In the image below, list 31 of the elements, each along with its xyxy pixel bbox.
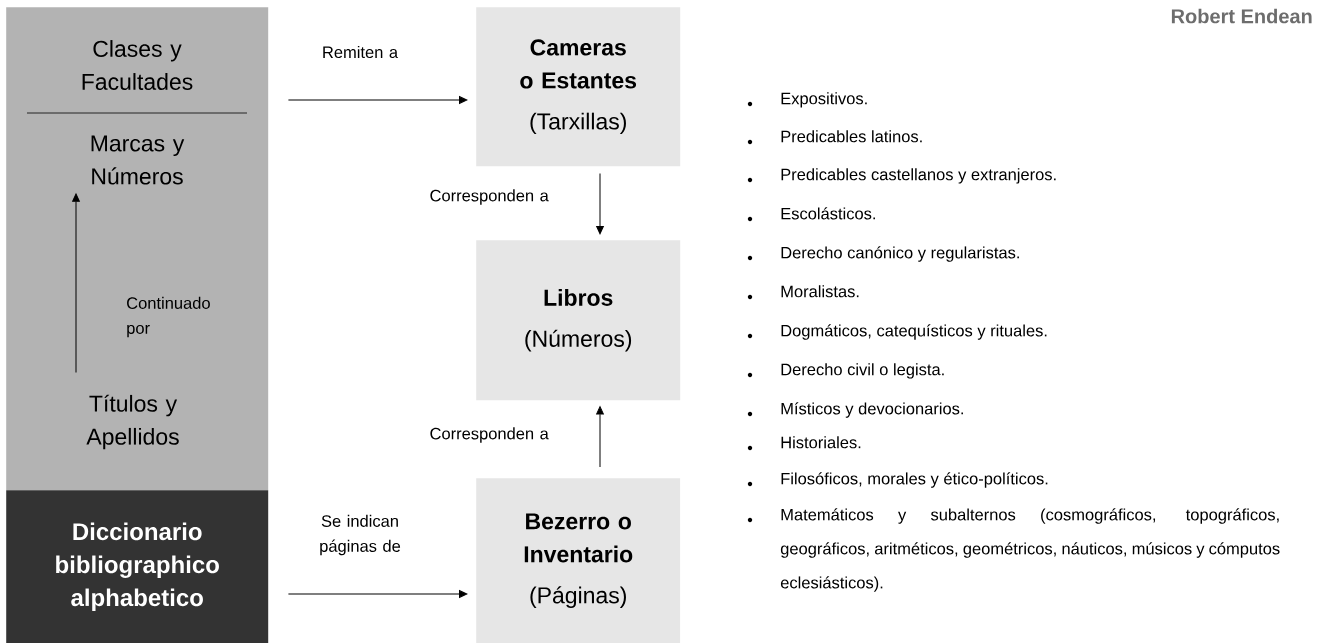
edge-label: Corresponden a	[430, 189, 549, 205]
process-box: Cameras o Estantes (Tarxillas)	[476, 7, 681, 167]
column-heading: Títulos y Apellidos	[86, 394, 179, 450]
list-item: Dogmáticos, catequísticos y rituales.	[781, 324, 1047, 340]
arrow	[596, 172, 604, 235]
dark-box: Diccionario bibliographico alphabetico	[6, 490, 269, 643]
process-box: Libros (Números)	[476, 240, 681, 401]
list-item: Escolásticos.	[781, 207, 875, 220]
list-item: Derecho civil o legista.	[781, 363, 944, 379]
edge-label: Se indican páginas de	[320, 514, 401, 556]
band	[6, 7, 269, 491]
column-heading: Clases y Facultades	[82, 40, 193, 90]
list-item: Historiales.	[781, 436, 861, 449]
edge-label: Remiten a	[323, 45, 399, 59]
list-item: Filosóficos, morales y ético-políticos.	[781, 472, 1048, 488]
arrow	[72, 193, 80, 373]
arrow	[287, 590, 468, 598]
author-name: Robert Endean	[1171, 8, 1312, 24]
arrow	[596, 406, 604, 468]
list-item: Predicables castellanos y extranjeros.	[781, 168, 1056, 184]
list-item: Moralistas.	[781, 285, 859, 298]
list-item: Derecho canónico y regularistas.	[781, 246, 1019, 262]
list-item: Predicables latinos.	[781, 130, 922, 143]
edge-label: Continuado por	[127, 296, 210, 338]
process-box: Bezerro o Inventario (Páginas)	[476, 478, 681, 643]
arrow	[287, 96, 468, 104]
list-item: Místicos y devocionarios.	[781, 402, 963, 418]
column-heading: Marcas y Números	[91, 135, 185, 185]
edge-label: Corresponden a	[430, 427, 549, 443]
list-item: Expositivos.	[781, 92, 867, 108]
list-item: Matemáticos y subalternos (cosmográficos, topográficos, geográficos, aritméticos, geométricos, náuticos, músicos y cómputos eclesiásticos).	[780, 508, 1280, 592]
